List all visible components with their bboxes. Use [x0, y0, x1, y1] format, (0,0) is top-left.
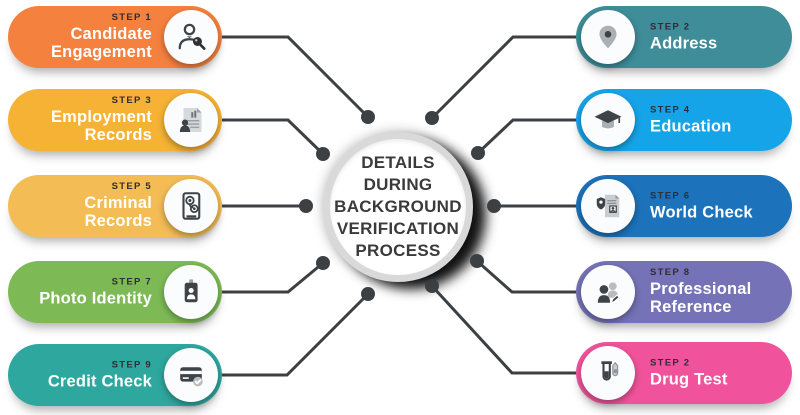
step-pill-text: STEP 9 Credit Check — [18, 359, 152, 390]
step-pill-text: STEP 2 Drug Test — [650, 357, 784, 388]
connector-step2 — [430, 35, 578, 120]
icon-circle — [164, 10, 218, 64]
location-pin-icon — [599, 25, 617, 49]
step-number-label: STEP 6 — [650, 190, 691, 202]
step-title: Drug Test — [650, 370, 728, 389]
step-title: Criminal Records — [84, 194, 152, 231]
badge-document-icon — [596, 194, 620, 218]
step-title: World Check — [650, 203, 753, 222]
record-card-icon — [182, 192, 201, 220]
step-pill-text: STEP 7 Photo Identity — [18, 276, 152, 307]
step-pill-text: STEP 4 Education — [650, 104, 784, 135]
icon-circle — [581, 93, 635, 147]
icon-circle — [164, 265, 218, 319]
step-pill-professional-reference: STEP 8 Professional Reference — [576, 261, 792, 323]
connector-step7 — [222, 261, 324, 294]
step-pill-text: STEP 6 World Check — [650, 190, 784, 221]
step-pill-credit-check: STEP 9 Credit Check — [8, 344, 222, 406]
step-pill-text: STEP 2 Address — [650, 21, 784, 52]
connector-step10 — [430, 284, 578, 375]
step-pill-education: STEP 4 Education — [576, 89, 792, 151]
step-pill-criminal-records: STEP 5 Criminal Records — [8, 175, 222, 237]
step-number-label: STEP 4 — [650, 104, 691, 116]
step-pill-text: STEP 8 Professional Reference — [650, 267, 784, 317]
step-pill-photo-identity: STEP 7 Photo Identity — [8, 261, 222, 323]
step-number-label: STEP 1 — [111, 12, 152, 24]
step-pill-candidate-engagement: STEP 1 Candidate Engagement — [8, 6, 222, 68]
step-title: Credit Check — [47, 372, 152, 391]
test-tube-icon — [601, 361, 619, 381]
step-number-label: STEP 7 — [111, 276, 152, 288]
step-number-label: STEP 8 — [650, 267, 691, 279]
step-pill-text: STEP 1 Candidate Engagement — [18, 12, 152, 62]
icon-circle — [164, 348, 218, 402]
step-title: Address — [650, 34, 718, 53]
icon-circle — [581, 265, 635, 319]
connector-step9 — [222, 292, 370, 377]
step-pill-address: STEP 2 Address — [576, 6, 792, 68]
step-number-label: STEP 9 — [111, 359, 152, 371]
step-title: Employment Records — [50, 108, 152, 145]
id-badge-icon — [184, 279, 198, 303]
connector-step1 — [222, 35, 370, 119]
step-number-label: STEP 2 — [650, 21, 691, 33]
step-number-label: STEP 2 — [650, 357, 691, 369]
step-title: Professional Reference — [650, 280, 752, 317]
step-pill-text: STEP 3 Employment Records — [18, 95, 152, 145]
person-search-icon — [178, 23, 206, 50]
graduation-cap-icon — [594, 110, 622, 129]
step-number-label: STEP 3 — [111, 95, 152, 107]
credit-card-check-icon — [180, 367, 203, 387]
step-pill-employment-records: STEP 3 Employment Records — [8, 89, 222, 151]
connector-dots — [299, 110, 501, 301]
step-pill-text: STEP 5 Criminal Records — [18, 181, 152, 231]
step-number-label: STEP 5 — [111, 181, 152, 193]
step-title: Candidate Engagement — [50, 25, 152, 62]
icon-circle — [164, 179, 218, 233]
icon-circle — [581, 179, 635, 233]
step-pill-world-check: STEP 6 World Check — [576, 175, 792, 237]
connector-step3 — [222, 118, 325, 156]
center-circle: DETAILS DURING BACKGROUND VERIFICATION P… — [323, 132, 473, 282]
step-title: Education — [650, 117, 732, 136]
connector-step4 — [476, 118, 578, 155]
resume-document-icon — [179, 108, 202, 132]
connector-step8 — [476, 259, 578, 294]
step-pill-drug-test: STEP 2 Drug Test — [576, 342, 792, 404]
center-title: DETAILS DURING BACKGROUND VERIFICATION P… — [334, 152, 462, 261]
icon-circle — [581, 10, 635, 64]
icon-circle — [164, 93, 218, 147]
step-title: Photo Identity — [39, 289, 152, 308]
people-reference-icon — [597, 282, 620, 304]
icon-circle — [581, 346, 635, 400]
